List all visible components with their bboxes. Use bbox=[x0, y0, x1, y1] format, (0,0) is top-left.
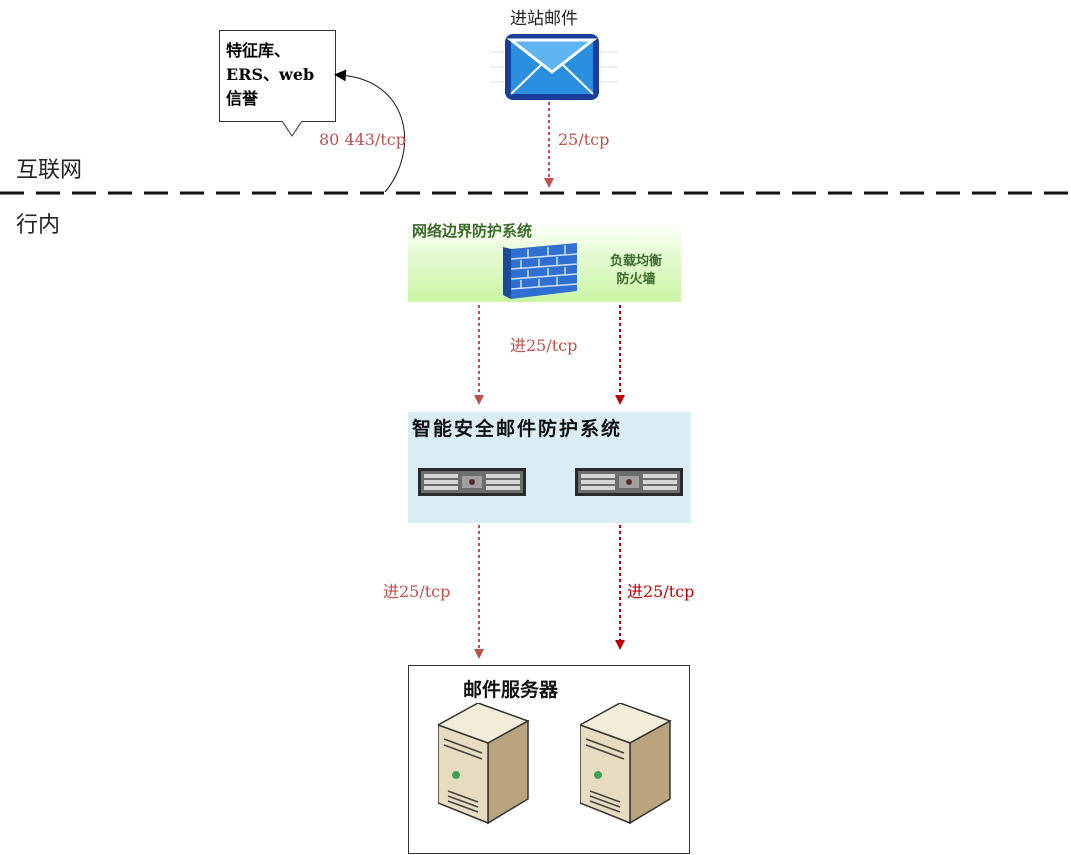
load-balancer-firewall-label: 负载均衡防火墙 bbox=[609, 254, 662, 287]
callout-tail bbox=[281, 120, 303, 137]
edge-label-smtp-internet: 25/tcp bbox=[558, 130, 610, 149]
incoming-mail-label: 进站邮件 bbox=[510, 9, 578, 29]
secure-mail-system-title: 智能安全邮件防护系统 bbox=[412, 418, 623, 440]
mail-server-title: 邮件服务器 bbox=[463, 679, 559, 701]
envelope-icon bbox=[490, 34, 618, 100]
feature-db-callout: 特征库、ERS、web信誉 bbox=[219, 30, 336, 122]
edge-label-smtp-server-left: 进25/tcp bbox=[383, 582, 451, 601]
zone-label-intranet: 行内 bbox=[16, 213, 61, 238]
tower-server-icon bbox=[438, 703, 530, 825]
firewall-icon bbox=[503, 243, 578, 299]
zone-label-internet: 互联网 bbox=[16, 158, 83, 183]
edge-label-feed-update: 80 443/tcp bbox=[319, 130, 407, 149]
rack-server-icon bbox=[575, 468, 683, 496]
tower-server-icon bbox=[580, 703, 672, 825]
feed-update-arrow bbox=[334, 69, 406, 193]
edge-label-smtp-server-right: 进25/tcp bbox=[627, 582, 695, 601]
firewall-system-title: 网络边界防护系统 bbox=[412, 222, 533, 240]
edge-label-smtp-to-secure: 进25/tcp bbox=[510, 336, 578, 355]
rack-server-icon bbox=[418, 468, 526, 496]
secure-mail-system-box bbox=[408, 412, 691, 523]
